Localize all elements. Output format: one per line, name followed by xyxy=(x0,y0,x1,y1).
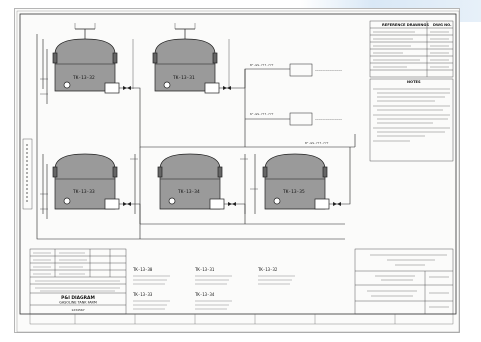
schedule-tag-4: TK-13-33 xyxy=(133,292,153,297)
notes-text-lines xyxy=(373,88,450,142)
tank-tag-1: TK-13-32 xyxy=(73,75,95,81)
svg-text:8"-GS-???-???: 8"-GS-???-??? xyxy=(250,63,274,67)
tank-tag-4: TK-13-34 xyxy=(178,189,200,195)
svg-text:~~~~~~~~~~~~~~~: ~~~~~~~~~~~~~~~ xyxy=(315,117,342,121)
tank-group-1 xyxy=(52,28,120,94)
schedule-tag-1: TK-13-30 xyxy=(133,267,153,272)
notes-box xyxy=(369,78,454,162)
tank-group-4 xyxy=(157,153,225,210)
tank-group-5 xyxy=(262,153,330,210)
schedule-tag-3: TK-13-32 xyxy=(258,267,278,272)
reference-table xyxy=(369,20,454,78)
drawing-number: 1234567 xyxy=(71,308,84,312)
tank-group-2 xyxy=(152,28,220,94)
tank-tag-2: TK-13-31 xyxy=(173,75,195,81)
outer-frame xyxy=(16,10,460,333)
schedule-tag-2: TK-13-31 xyxy=(195,267,215,272)
revision-strip xyxy=(29,313,454,325)
svg-text:8"-GS-???-???: 8"-GS-???-??? xyxy=(305,141,329,145)
notes-header: NOTES xyxy=(407,80,421,84)
side-strip xyxy=(22,138,33,210)
tank-schedule: TK-13-30 TK-13-31 TK-13-32 TK-13-33 TK-1… xyxy=(133,267,278,297)
drawing-subtitle: GASOLINE TANK FARM xyxy=(59,301,97,305)
reference-header: REFERENCE DRAWINGS xyxy=(382,23,429,27)
drawing-sheet: TK-13-32 TK-13-31 TK-13-33 TK-13-34 TK-1… xyxy=(14,8,460,333)
tank-tag-5: TK-13-35 xyxy=(283,189,305,195)
schedule-tag-5: TK-13-34 xyxy=(195,292,215,297)
drawing-title: P&I DIAGRAM xyxy=(61,295,95,301)
tank-tag-3: TK-13-33 xyxy=(73,189,95,195)
pid-drawing: TK-13-32 TK-13-31 TK-13-33 TK-13-34 TK-1… xyxy=(16,10,460,333)
dwg-no-header: DWG NO. xyxy=(433,23,452,27)
svg-text:6"-GS-???-???: 6"-GS-???-??? xyxy=(250,112,274,116)
tank-group-3 xyxy=(52,153,120,210)
right-title-block xyxy=(354,248,454,315)
valve-symbols xyxy=(123,86,341,206)
svg-text:~~~~~~~~~~~~~~~: ~~~~~~~~~~~~~~~ xyxy=(315,68,342,72)
